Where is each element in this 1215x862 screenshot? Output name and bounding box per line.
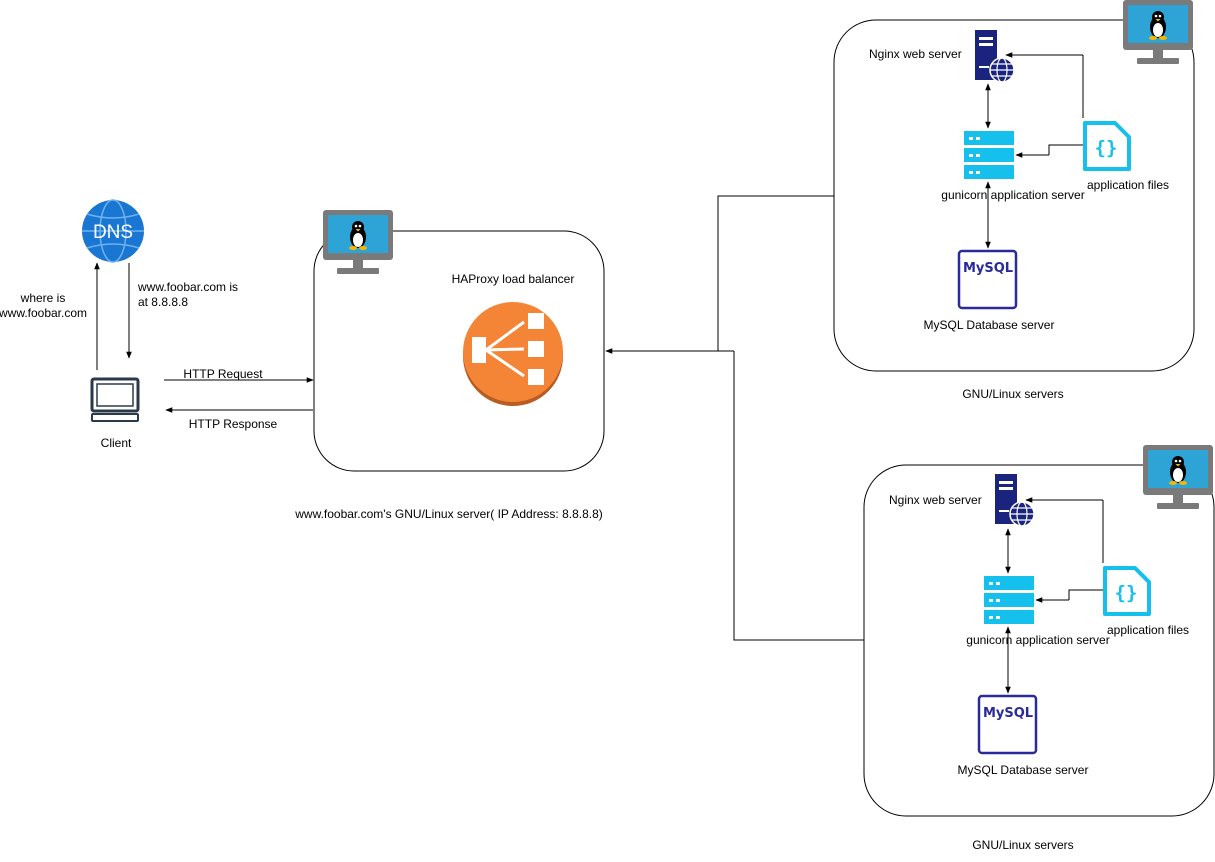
server1-nginx-icon [974, 29, 1015, 83]
server2-mysql-icon [977, 694, 1038, 755]
server2-caption: GNU/Linux servers [972, 838, 1073, 852]
server2-mysql-label: MySQL Database server [958, 763, 1089, 777]
app-server-2: Nginx web server gunicorn application se… [863, 445, 1215, 817]
server1-mysql-icon [957, 249, 1018, 310]
server1-linux-monitor-icon [1123, 0, 1193, 64]
http-request-label: HTTP Request [183, 367, 263, 381]
dns-query-label-1: where is [20, 291, 66, 305]
server1-gunicorn-icon [964, 131, 1014, 179]
server2-gunicorn-label: gunicorn application server [966, 633, 1109, 647]
client-label: Client [101, 436, 132, 450]
lb-title: HAProxy load balancer [452, 272, 575, 286]
dns-answer-label-1: www.foobar.com is [137, 280, 238, 294]
server1-app-files-icon [1083, 121, 1131, 171]
dns-label: DNS [93, 222, 133, 243]
server1-nginx-label: Nginx web server [869, 47, 962, 61]
lb-server-box [313, 230, 605, 472]
server1-gunicorn-label: gunicorn application server [941, 188, 1084, 202]
server2-nginx-label: Nginx web server [889, 493, 982, 507]
server1-connector [717, 195, 834, 351]
lb-server-caption: www.foobar.com's GNU/Linux server( IP Ad… [294, 507, 603, 521]
dns-node: DNS [82, 199, 144, 263]
server1-mysql-logo-text: MySQL [963, 261, 1013, 276]
server2-mysql-logo-text: MySQL [983, 706, 1033, 721]
app-server-1: Nginx web server gunicorn application se… [833, 0, 1195, 372]
http-response-label: HTTP Response [189, 417, 278, 431]
server1-caption: GNU/Linux servers [962, 387, 1063, 401]
server2-app-files-icon [1103, 566, 1151, 616]
server2-app-files-label: application files [1107, 623, 1189, 637]
client-computer-icon [90, 377, 140, 422]
server1-mysql-label: MySQL Database server [924, 318, 1055, 332]
dns-query-label-2: www.foobar.com [0, 306, 87, 320]
server2-connector [733, 351, 864, 641]
dns-answer-label-2: at 8.8.8.8 [138, 295, 188, 309]
server1-app-files-label: application files [1087, 178, 1169, 192]
server2-linux-monitor-icon [1143, 445, 1213, 509]
server1-box [833, 19, 1195, 372]
server2-box [863, 464, 1215, 817]
haproxy-load-balancer-icon [463, 302, 563, 406]
server2-gunicorn-icon [984, 576, 1034, 624]
lb-linux-monitor-icon [323, 210, 393, 274]
